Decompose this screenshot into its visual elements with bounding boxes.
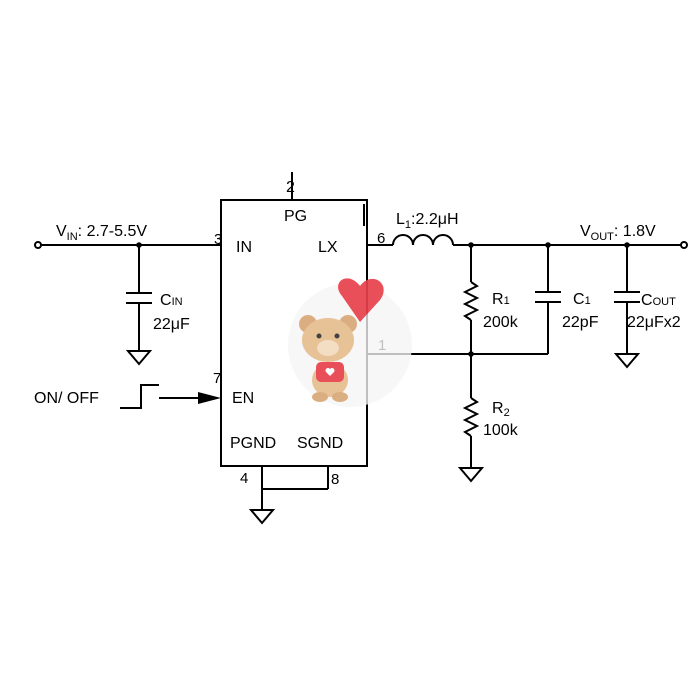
enable-pulse-symbol [120,384,159,409]
pin-en-label: EN [232,390,254,407]
r2-value: 100k [483,422,519,439]
cin-value: 22μF [153,316,190,333]
pin-in-number: 3 [214,231,222,248]
pin-sgnd-number: 8 [331,471,339,488]
heart-balloon-icon [338,278,384,322]
pin-pgnd-label: PGND [230,435,276,452]
inductor-l1 [392,234,454,246]
vout-label: VOUT: 1.8V [580,223,656,243]
pin-pg-label: PG [284,208,307,225]
vin-terminal [34,241,42,249]
l1-label: L1:2.2μH [396,211,459,231]
r1-name: R1 [492,291,510,308]
cin-name: CIN [160,292,183,309]
pin-lx-number: 6 [377,230,385,247]
pin-in-label: IN [236,239,252,256]
ground-symbol-ic [248,509,276,525]
cout-name: COUT [641,292,676,309]
pin-pg-number: 2 [286,179,295,196]
bear-sticker-watermark [288,278,412,407]
ground-symbol-cin [125,350,153,366]
pin-en-number: 7 [213,370,221,387]
vout-terminal [680,241,688,249]
pin-lx-label: LX [318,239,338,256]
resistor-r2 [462,397,480,437]
ground-symbol-cout [613,353,641,369]
arrow-icon [198,392,221,404]
r1-value: 200k [483,314,519,331]
pin-sgnd-label: SGND [297,435,343,452]
r2-name: R2 [492,400,510,419]
onoff-label: ON/ OFF [34,390,99,407]
resistor-r1 [462,281,480,321]
vin-label: VIN: 2.7-5.5V [56,223,147,243]
c1-name: C1 [573,291,591,308]
c1-value: 22pF [562,314,599,331]
cout-value: 22μFx2 [627,314,681,331]
pin-pgnd-number: 4 [240,470,248,487]
ground-symbol-r2 [457,467,485,483]
